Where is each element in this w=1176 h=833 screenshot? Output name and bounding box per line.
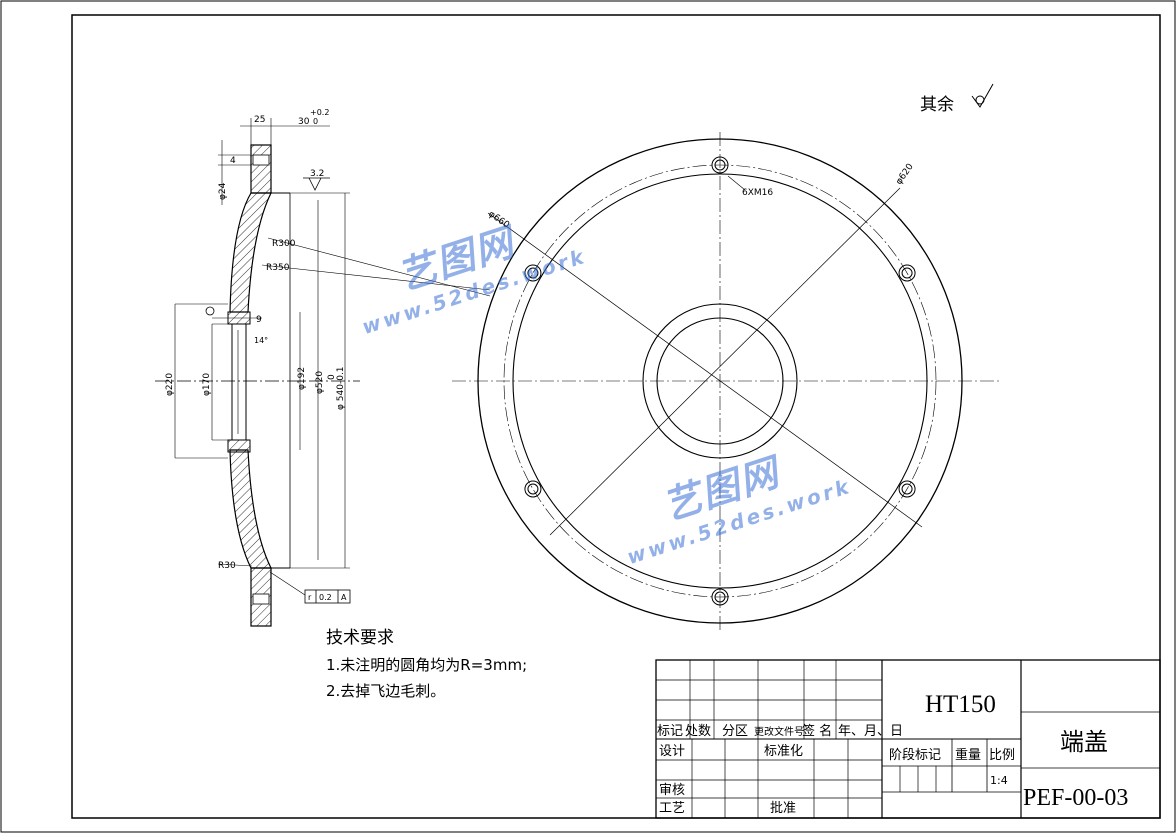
dim-phi192: φ192 (297, 367, 307, 390)
bolt-hole-inner (901, 267, 913, 279)
dim-r350: R350 (266, 263, 290, 273)
dim-30: 30 (298, 117, 310, 127)
dim-25: 25 (254, 115, 265, 125)
row-design: 设计 (659, 744, 685, 759)
row-check: 审核 (659, 783, 685, 798)
tech-req-item-2: 2.去掉飞边毛刺。 (326, 682, 445, 700)
dim-tol-lower: 0 (313, 117, 318, 126)
dim-phi170: φ170 (202, 373, 212, 396)
dim-phi540: φ 540-0.1 (336, 366, 346, 410)
dim-r30: R30 (218, 561, 236, 571)
drawing-number: PEF-00-03 (1023, 785, 1128, 811)
svg-text:r: r (308, 593, 312, 602)
bolt-hole-inner (527, 483, 539, 495)
bolt-hole (711, 588, 729, 606)
bolt-hole (898, 264, 916, 282)
flange-top (250, 144, 272, 194)
section-view: 25 30 +0.2 0 4 φ24 3.2 R300 R350 φ220 φ1… (155, 108, 491, 627)
scale-value: 1:4 (990, 774, 1008, 787)
bolt-hole (524, 480, 542, 498)
dim-4: 4 (230, 156, 236, 166)
dim-r300: R300 (272, 239, 296, 249)
rev-header-mark: 标记 (657, 724, 683, 739)
bolt-hole (524, 264, 542, 282)
stage-mark-label: 阶段标记 (889, 748, 941, 763)
svg-text:0.2: 0.2 (319, 593, 332, 602)
curved-wall-upper (229, 192, 272, 313)
dim-phi24: φ24 (218, 182, 228, 200)
material: HT150 (925, 691, 996, 718)
pcd-label: φ620 (894, 162, 916, 187)
weight-label: 重量 (955, 747, 981, 763)
tolerance-frame: r 0.2 A (304, 589, 351, 604)
row-standard: 标准化 (764, 744, 803, 759)
dim-phi220: φ220 (165, 373, 175, 396)
hole-label: 6XM16 (742, 188, 773, 198)
roughness-value: 3.2 (310, 169, 324, 179)
rev-header-date: 年、月、日 (838, 724, 903, 739)
drawing-frame (71, 14, 1161, 819)
rev-header-zone: 分区 (722, 724, 748, 739)
rev-header-sign: 签 名 (802, 723, 832, 739)
plan-view (452, 132, 1000, 630)
ratio-label: 比例 (989, 748, 1015, 763)
part-name: 端盖 (1060, 728, 1108, 756)
bolt-holes (524, 156, 916, 606)
roughness-note-label: 其余 (920, 95, 954, 115)
dim-phi540-upper: 0 (327, 374, 337, 380)
dim-9: 9 (256, 315, 262, 325)
bolt-hole (711, 156, 729, 174)
svg-text:A: A (341, 593, 347, 602)
bolt-hole-inner (714, 591, 726, 603)
title-block (655, 659, 1161, 819)
curved-wall-lower (229, 449, 272, 569)
rev-header-count: 处数 (685, 724, 711, 739)
hub-lower (227, 439, 251, 453)
rev-header-doc: 更改文件号 (754, 725, 804, 738)
bolt-hole-inner (527, 267, 539, 279)
dim-angle-14: 14° (254, 336, 268, 345)
tech-req-item-1: 1.未注明的圆角均为R=3mm; (326, 656, 527, 674)
bolt-hole-inner (714, 159, 726, 171)
dim-tol-upper: +0.2 (310, 108, 329, 117)
dim-phi520: φ520 (315, 371, 325, 394)
roughness-symbol (971, 83, 994, 108)
row-approve: 批准 (770, 801, 796, 816)
tech-req-title: 技术要求 (326, 628, 394, 648)
row-process: 工艺 (659, 801, 685, 816)
bolt-hole-inner (901, 483, 913, 495)
bolt-hole (898, 480, 916, 498)
